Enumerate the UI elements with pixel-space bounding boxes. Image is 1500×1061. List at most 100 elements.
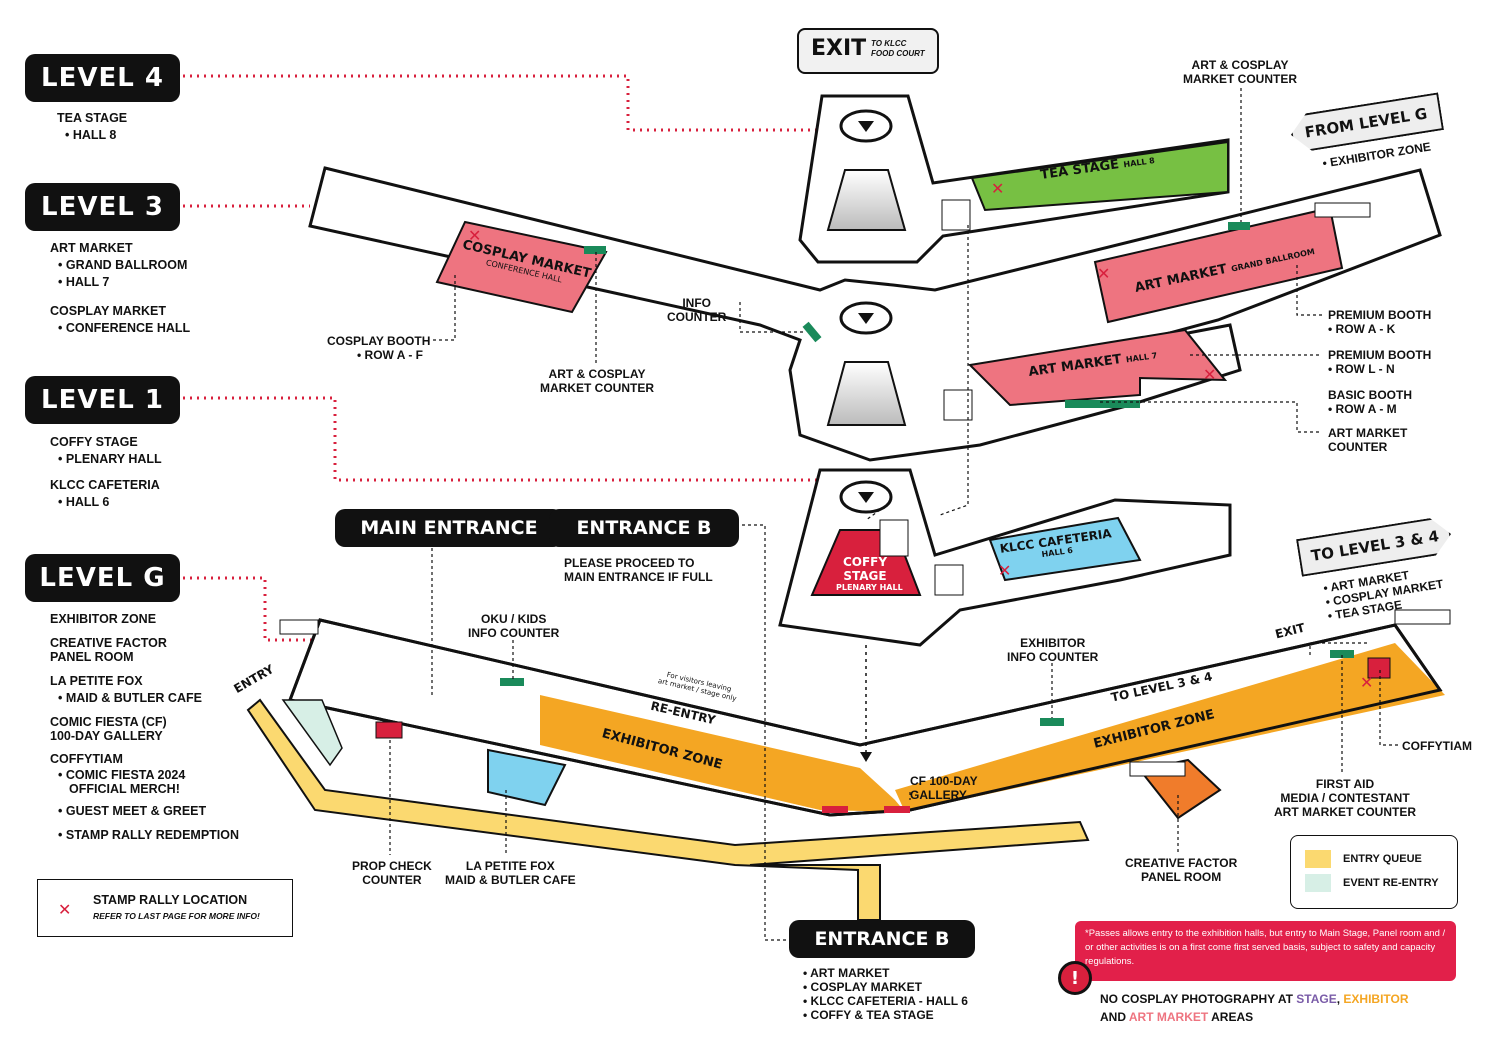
exit-sign: EXIT TO KLCC FOOD COURT	[797, 28, 939, 74]
callout-line: PREMIUM BOOTH	[1328, 348, 1432, 362]
list-item: HALL 6	[50, 494, 162, 511]
callout-line: MAID & BUTLER CAFE	[445, 873, 576, 887]
svg-text:✕: ✕	[998, 561, 1011, 580]
callout-line: OKU / KIDS	[481, 612, 547, 626]
level1-list: COFFY STAGE PLENARY HALL KLCC CAFETERIA …	[50, 434, 162, 511]
list-item: COSPLAY MARKET	[803, 980, 968, 994]
note-line: PLEASE PROCEED TO	[564, 556, 695, 570]
callout-line: INFO COUNTER	[1007, 650, 1099, 664]
level3-list: ART MARKET GRAND BALLROOM HALL 7 COSPLAY…	[50, 240, 190, 337]
callout-line: BASIC BOOTH	[1328, 388, 1412, 402]
exit-sub: FOOD COURT	[871, 49, 925, 58]
callout-line: EXHIBITOR	[1020, 636, 1086, 650]
levelG-heading: LEVEL G	[25, 554, 180, 602]
list-item: COSPLAY MARKET	[50, 304, 166, 318]
zone-text: STAGE	[843, 569, 887, 583]
stamp-markers: ✕✕✕ ✕✕✕ ✕	[58, 179, 1373, 919]
list-item: OFFICIAL MERCH!	[69, 782, 180, 796]
warn-exhibitor: EXHIBITOR	[1343, 992, 1409, 1006]
callout-line: CREATIVE FACTOR	[1125, 856, 1238, 870]
list-item: ART MARKET	[803, 966, 968, 980]
legend-sub: REFER TO LAST PAGE FOR MORE INFO!	[93, 911, 260, 921]
coffytiam-callout: COFFYTIAM	[1402, 739, 1472, 753]
zone-sub: HALL 7	[1125, 351, 1158, 365]
list-item: 100-DAY GALLERY	[50, 729, 163, 743]
entrance-b-list: ART MARKET COSPLAY MARKET KLCC CAFETERIA…	[803, 966, 968, 1022]
svg-text:✕: ✕	[991, 179, 1004, 198]
list-item: STAMP RALLY REDEMPTION	[50, 827, 239, 844]
callout-line: ART & COSPLAY	[1191, 58, 1289, 72]
legend-label: ENTRY QUEUE	[1343, 853, 1422, 865]
level1-floor	[778, 468, 1232, 647]
list-item: TEA STAGE	[57, 111, 128, 125]
callout-line: MEDIA / CONTESTANT	[1280, 791, 1410, 805]
warn-text: AREAS	[1208, 1010, 1254, 1024]
exit-label: EXIT	[811, 36, 867, 61]
callout-line: COUNTER	[362, 873, 422, 887]
no-cosplay-photo-warning: NO COSPLAY PHOTOGRAPHY AT STAGE, EXHIBIT…	[1100, 992, 1409, 1024]
note-line: MAIN ENTRANCE IF FULL	[564, 570, 713, 584]
list-item: HALL 7	[50, 274, 190, 291]
callout-line: ROW A - K	[1328, 322, 1431, 336]
list-item: KLCC CAFETERIA	[50, 478, 160, 492]
list-item: HALL 8	[57, 127, 127, 144]
entry-queue-swatch	[1305, 850, 1331, 868]
callout-line: PROP CHECK	[352, 859, 432, 873]
list-item: CONFERENCE HALL	[50, 320, 190, 337]
exit-sub: TO KLCC	[871, 39, 907, 48]
zone-text: COFFY	[842, 555, 888, 569]
entrance-b-bottom-label: ENTRANCE B	[789, 920, 975, 958]
list-item: GUEST MEET & GREET	[50, 803, 239, 820]
warning-icon: !	[1058, 961, 1092, 995]
callout-line: INFO COUNTER	[468, 626, 560, 640]
warn-text: NO COSPLAY PHOTOGRAPHY AT	[1100, 992, 1297, 1006]
list-item: CREATIVE FACTOR	[50, 636, 167, 650]
callout-line: GALLERY	[910, 788, 967, 802]
callout-line: ART MARKET COUNTER	[1274, 805, 1416, 819]
list-item: PANEL ROOM	[50, 650, 134, 664]
level3-floor	[308, 166, 1442, 462]
callout-line: MARKET COUNTER	[540, 381, 654, 395]
callout-line: CF 100-DAY	[910, 774, 978, 788]
callout-line: PREMIUM BOOTH	[1328, 308, 1432, 322]
level4-heading: LEVEL 4	[25, 54, 180, 102]
list-item: COMIC FIESTA (CF)	[50, 715, 167, 729]
callout-line: ROW A - F	[327, 348, 430, 362]
warn-text: AND	[1100, 1010, 1129, 1024]
list-item: LA PETITE FOX	[50, 674, 143, 688]
level4-list: TEA STAGE HALL 8	[57, 110, 127, 144]
warn-stage: STAGE	[1296, 992, 1337, 1006]
callout-line: FIRST AID	[1315, 777, 1375, 791]
list-item: COFFY & TEA STAGE	[803, 1008, 968, 1022]
list-item: MAID & BUTLER CAFE	[50, 690, 239, 707]
svg-text:✕: ✕	[1360, 673, 1373, 692]
event-reentry-swatch	[1305, 874, 1331, 892]
queue-legend: ENTRY QUEUE EVENT RE-ENTRY	[1290, 835, 1458, 909]
callout-line: COUNTER	[667, 310, 727, 324]
list-item: EXHIBITOR ZONE	[50, 612, 157, 626]
basic-booth: BASIC BOOTHROW A - M	[1328, 388, 1412, 416]
list-item: COFFYTIAM	[50, 752, 123, 766]
list-item: COFFY STAGE	[50, 435, 138, 449]
list-item: GRAND BALLROOM	[50, 257, 190, 274]
legend-label: EVENT RE-ENTRY	[1343, 877, 1439, 889]
list-item: ART MARKET	[50, 241, 133, 255]
level3-heading: LEVEL 3	[25, 183, 180, 231]
svg-text:✕: ✕	[1203, 365, 1216, 384]
svg-text:✕: ✕	[1097, 264, 1110, 283]
svg-text:✕: ✕	[468, 226, 481, 245]
premium-booth-2: PREMIUM BOOTHROW L - N	[1328, 348, 1431, 376]
callout-line: INFO	[682, 296, 711, 310]
